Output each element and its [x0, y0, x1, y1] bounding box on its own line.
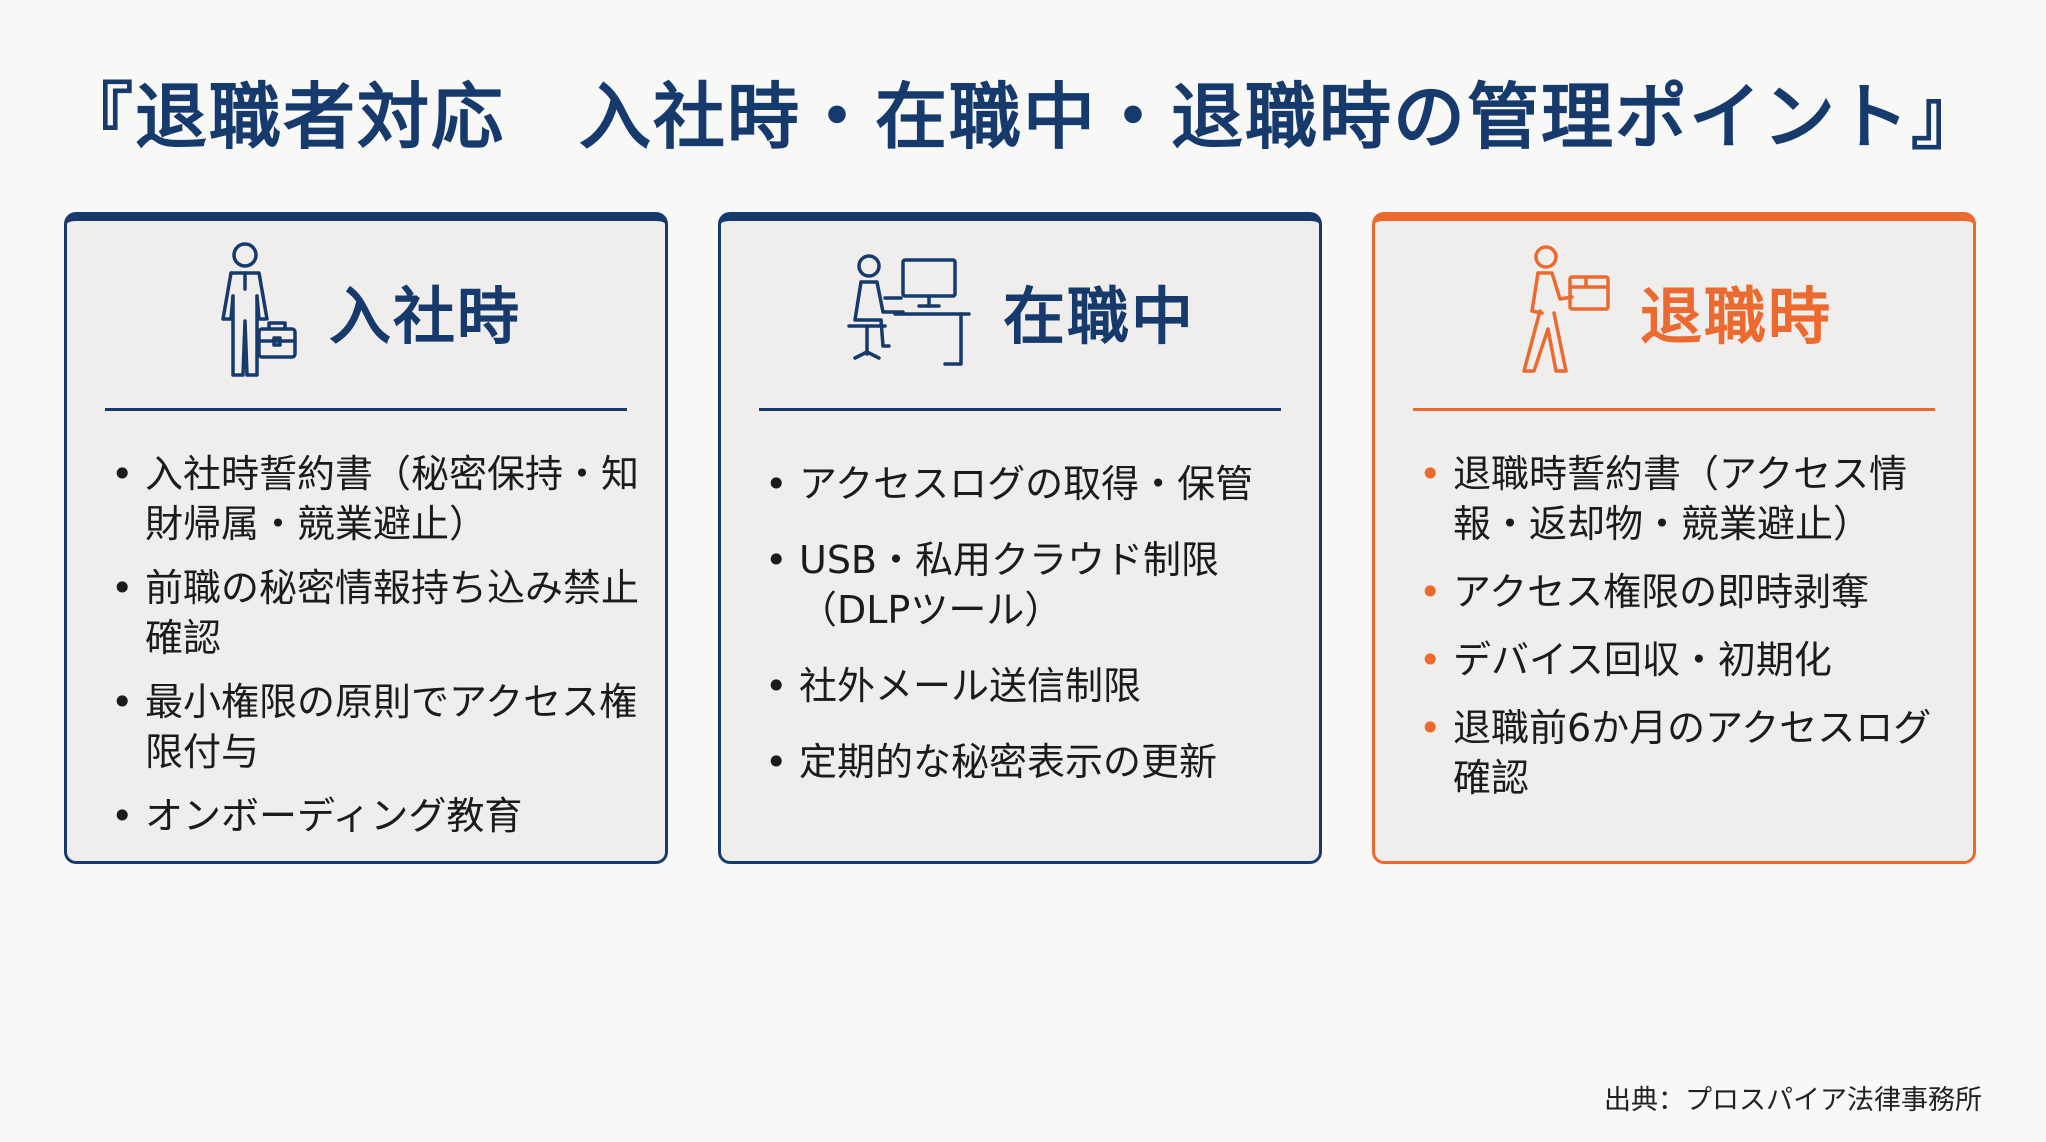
- bullet: •: [765, 740, 788, 784]
- point-list: • 入社時誓約書（秘密保持・知財帰属・競業避止） • 前職の秘密情報持ち込み禁止…: [107, 449, 639, 841]
- list-item: • 最小権限の原則でアクセス権限付与: [107, 677, 639, 777]
- card-header: 入社時: [67, 242, 665, 377]
- bullet: •: [1419, 452, 1442, 496]
- card-employment: 在職中 • アクセスログの取得・保管 • USB・私用クラウド制限（DLPツール…: [718, 212, 1322, 864]
- bullet: •: [1419, 706, 1442, 750]
- card-header: 在職中: [721, 251, 1319, 371]
- item-text: 入社時誓約書（秘密保持・知財帰属・競業避止）: [145, 452, 640, 546]
- card-heading: 入社時: [328, 280, 521, 353]
- list-item: • アクセス権限の即時剥奪: [1415, 567, 1947, 617]
- item-text: 定期的な秘密表示の更新: [799, 740, 1218, 784]
- card-heading: 在職中: [1002, 280, 1195, 353]
- bullet: •: [111, 452, 134, 496]
- card-heading: 退職時: [1639, 280, 1832, 353]
- bullet: •: [765, 462, 788, 506]
- bullet: •: [111, 566, 134, 610]
- item-text: 前職の秘密情報持ち込み禁止確認: [145, 566, 640, 660]
- point-list: • アクセスログの取得・保管 • USB・私用クラウド制限（DLPツール） • …: [761, 459, 1293, 787]
- list-item: • 退職前6か月のアクセスログ確認: [1415, 703, 1947, 803]
- list-item: • デバイス回収・初期化: [1415, 635, 1947, 685]
- list-item: • 社外メール送信制限: [761, 661, 1293, 711]
- bullet: •: [765, 664, 788, 708]
- person-carrying-box-icon: [1516, 241, 1612, 381]
- item-text: 社外メール送信制限: [799, 664, 1142, 708]
- divider: [105, 408, 627, 411]
- bullet: •: [1419, 570, 1442, 614]
- card-header: 退職時: [1375, 245, 1973, 373]
- item-text: 退職前6か月のアクセスログ確認: [1453, 706, 1932, 800]
- list-item: • 定期的な秘密表示の更新: [761, 737, 1293, 787]
- item-text: アクセスログの取得・保管: [799, 462, 1254, 506]
- card-onboarding: 入社時 • 入社時誓約書（秘密保持・知財帰属・競業避止） • 前職の秘密情報持ち…: [64, 212, 668, 864]
- item-text: デバイス回収・初期化: [1453, 638, 1832, 682]
- divider: [1413, 408, 1935, 411]
- list-item: • USB・私用クラウド制限（DLPツール）: [761, 535, 1293, 635]
- item-text: オンボーディング教育: [145, 794, 523, 838]
- list-item: • 入社時誓約書（秘密保持・知財帰属・競業避止）: [107, 449, 639, 549]
- person-at-computer-icon: [845, 246, 975, 376]
- list-item: • アクセスログの取得・保管: [761, 459, 1293, 509]
- list-item: • 退職時誓約書（アクセス情報・返却物・競業避止）: [1415, 449, 1947, 549]
- list-item: • オンボーディング教育: [107, 791, 639, 841]
- bullet: •: [111, 680, 134, 724]
- page-title: 『退職者対応 入社時・在職中・退職時の管理ポイント』: [60, 75, 1985, 159]
- item-text: 最小権限の原則でアクセス権限付与: [145, 680, 638, 774]
- item-text: アクセス権限の即時剥奪: [1453, 570, 1870, 614]
- source-credit: 出典：プロスパイア法律事務所: [1604, 1085, 1982, 1116]
- bullet: •: [765, 538, 788, 582]
- person-with-briefcase-icon: [211, 241, 301, 381]
- divider: [759, 408, 1281, 411]
- item-text: USB・私用クラウド制限（DLPツール）: [799, 538, 1220, 632]
- bullet: •: [1419, 638, 1442, 682]
- item-text: 退職時誓約書（アクセス情報・返却物・競業避止）: [1453, 452, 1908, 546]
- list-item: • 前職の秘密情報持ち込み禁止確認: [107, 563, 639, 663]
- bullet: •: [111, 794, 134, 838]
- point-list: • 退職時誓約書（アクセス情報・返却物・競業避止） • アクセス権限の即時剥奪 …: [1415, 449, 1947, 803]
- card-resignation: 退職時 • 退職時誓約書（アクセス情報・返却物・競業避止） • アクセス権限の即…: [1372, 212, 1976, 864]
